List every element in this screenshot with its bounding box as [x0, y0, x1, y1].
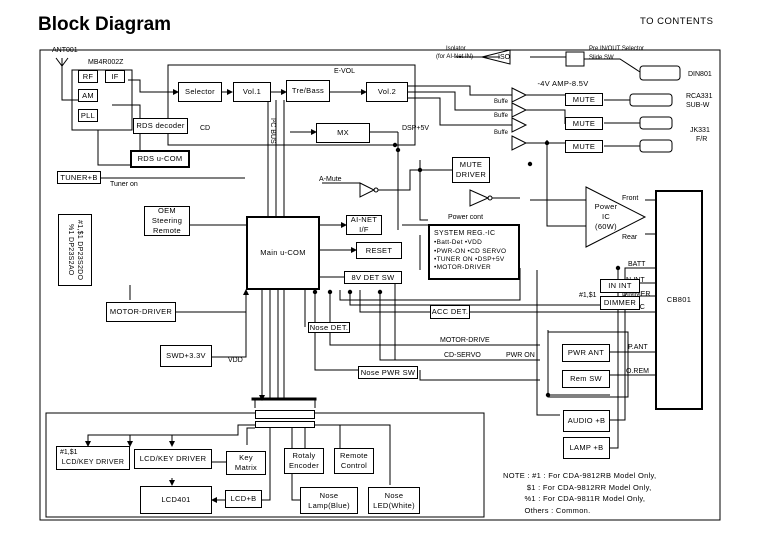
- lamp-b-block: LAMP +B: [563, 437, 610, 459]
- isolator-caption-1: Isolator: [446, 46, 466, 52]
- dimmer-note: #1,$1: [579, 292, 597, 299]
- model-notes: NOTE : #1 : For CDA-9812RB Model Only, $…: [503, 471, 657, 515]
- acc-det-block: ACC DET.: [430, 305, 470, 319]
- nose-det-block: Nose DET.: [308, 322, 350, 333]
- rem-sw-block: Rem SW: [562, 370, 610, 388]
- in-int-block: IN INT: [600, 279, 640, 293]
- nose-pwr-sw-block: Nose PWR SW: [358, 366, 418, 379]
- selector-block: Selector: [178, 82, 222, 102]
- dimmer-label: DIMMER: [622, 291, 651, 298]
- lcd-driver-note: #1,$1: [60, 449, 78, 456]
- audio-b-block: AUDIO +B: [563, 410, 610, 432]
- a-mute-label: A-Mute: [319, 176, 342, 183]
- pwr-ant-block: PWR ANT: [562, 344, 610, 362]
- rca331-label: RCA331: [686, 93, 713, 100]
- main-ucom-block: Main u-COM: [246, 216, 320, 290]
- tuner-b-block: TUNER+B: [57, 171, 101, 184]
- page-title: Block Diagram: [38, 14, 172, 35]
- cd-servo-label: CD-SERVO: [444, 352, 481, 359]
- motor-drive-label: MOTOR-DRIVE: [440, 337, 490, 344]
- amp-voltage-label: -4V AMP-8.5V: [530, 78, 596, 89]
- lcd-key-driver-left-block: [56, 446, 130, 470]
- buffer-label-1: Buffe: [494, 99, 508, 105]
- din801-label: DIN801: [688, 71, 712, 78]
- power-cont-label: Power cont: [448, 214, 484, 221]
- vol2-block: Vol.2: [366, 82, 408, 102]
- rca331-sub-label: SUB-W: [686, 102, 710, 109]
- lcd401-block: LCD401: [140, 486, 212, 514]
- p-ant-label: P.ANT: [628, 344, 648, 351]
- lcd-key-driver-block: LCD/KEY DRIVER: [134, 449, 212, 469]
- cb801-connector: CB801: [655, 190, 703, 410]
- rear-label: Rear: [622, 234, 638, 241]
- if-block: IF: [105, 70, 125, 83]
- motor-driver-block: MOTOR-DRIVER: [106, 302, 176, 322]
- vdd-label: VDD: [228, 357, 243, 364]
- tre-bass-block: Tre/Bass: [286, 80, 330, 102]
- i2c-bus-label: I²C BUS: [269, 118, 276, 144]
- front-label: Front: [622, 195, 639, 202]
- dsp-5v-label: DSP+5V: [402, 125, 430, 132]
- rds-decoder-block: RDS decoder: [133, 118, 188, 134]
- mute-block-2: MUTE: [565, 117, 603, 130]
- lcd-b-block: LCD+B: [225, 490, 262, 508]
- antenna-label: ANT001: [52, 47, 78, 54]
- front-connector-lower: [255, 421, 315, 428]
- tuner-on-label: Tuner on: [110, 181, 138, 188]
- am-block: AM: [78, 89, 98, 102]
- jk331-sub-label: F/R: [696, 136, 708, 143]
- 8v-det-sw-block: 8V DET SW: [344, 271, 402, 284]
- to-contents-link[interactable]: TO CONTENTS: [640, 16, 714, 27]
- o-rem-label: O.REM: [626, 368, 649, 375]
- mx-block: MX: [316, 123, 370, 143]
- buffer-label-3: Buffe: [494, 130, 508, 136]
- dimmer-block: DIMMER: [600, 296, 640, 310]
- batt-label: BATT: [628, 261, 646, 268]
- tuner-part-label: MB4R002Z: [88, 59, 124, 66]
- swd-3v3-block: SWD+3.3V: [160, 345, 212, 367]
- mute-block-3: MUTE: [565, 140, 603, 153]
- evol-label: E-VOL: [334, 68, 356, 75]
- pll-block: PLL: [78, 109, 98, 122]
- vol1-block: Vol.1: [233, 82, 271, 102]
- rds-ucom-block: RDS u-COM: [130, 150, 190, 168]
- reset-block: RESET: [356, 242, 402, 259]
- mute-block-1: MUTE: [565, 93, 603, 106]
- isolator-caption-2: (for AI-Net IN): [436, 54, 474, 60]
- buffer-label-2: Buffe: [494, 113, 508, 119]
- lcd-key-driver-left-label: LCD/KEY DRIVER: [61, 458, 125, 466]
- cd-label: CD: [200, 125, 211, 132]
- dp-ic-block: #1,$1 DP23S2DO%1 DP23S2AO: [58, 214, 92, 286]
- jk331-label: JK331: [690, 127, 710, 134]
- preout-caption-1: Pre IN/OUT Selector: [589, 46, 644, 52]
- pwr-on-label: PWR ON: [506, 352, 535, 359]
- system-reg-ic-block: SYSTEM REG.-IC •Batt-Det •VDD •PWR-ON •C…: [428, 224, 520, 280]
- rf-block: RF: [78, 70, 98, 83]
- iso-label: ISO: [498, 54, 511, 61]
- front-connector-upper: [255, 410, 315, 419]
- preout-caption-2: Slide SW: [589, 55, 614, 61]
